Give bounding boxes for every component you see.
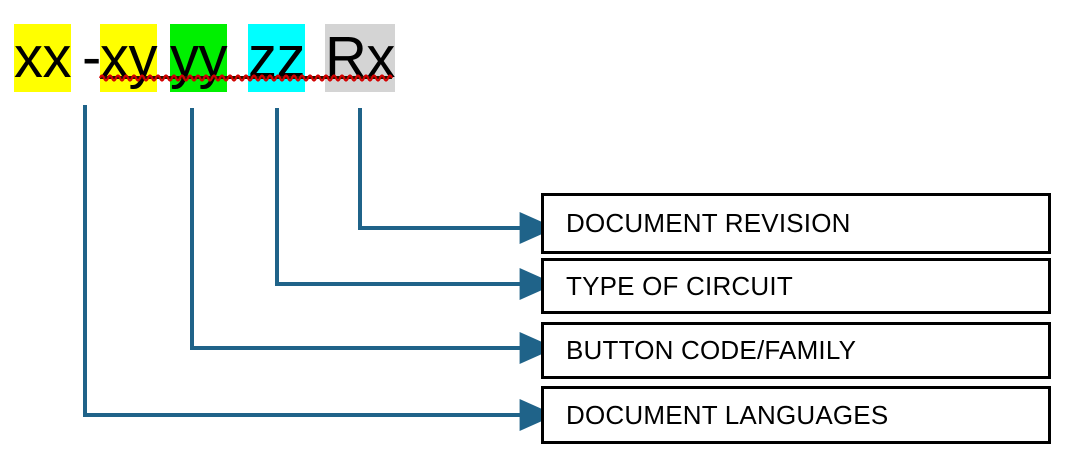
code-segment-dash: - <box>82 25 101 90</box>
callout-box-type-of-circuit: TYPE OF CIRCUIT <box>541 258 1051 314</box>
spellcheck-squiggle <box>98 74 394 82</box>
connector-document-revision <box>358 108 556 244</box>
callout-label-document-languages: DOCUMENT LANGUAGES <box>566 399 889 430</box>
code-string-group: xx - xy yy zz Rx <box>0 0 420 110</box>
code-segment-zz: zz <box>248 24 306 92</box>
callout-label-document-revision: DOCUMENT REVISION <box>566 208 851 238</box>
connector-button-code-family <box>190 108 556 364</box>
spellcheck-underline-group <box>98 74 394 82</box>
code-segment-xx: xx <box>14 24 72 92</box>
callout-label-type-of-circuit: TYPE OF CIRCUIT <box>566 270 793 301</box>
text-baseline-rule <box>100 76 392 79</box>
callout-label-button-code-family: BUTTON CODE/FAMILY <box>566 335 857 365</box>
callout-box-button-code-family: BUTTON CODE/FAMILY <box>541 322 1051 379</box>
callout-box-document-languages: DOCUMENT LANGUAGES <box>541 386 1051 444</box>
connector-document-languages <box>83 105 556 431</box>
connector-type-of-circuit <box>275 108 556 300</box>
callout-box-document-revision: DOCUMENT REVISION <box>541 193 1051 254</box>
